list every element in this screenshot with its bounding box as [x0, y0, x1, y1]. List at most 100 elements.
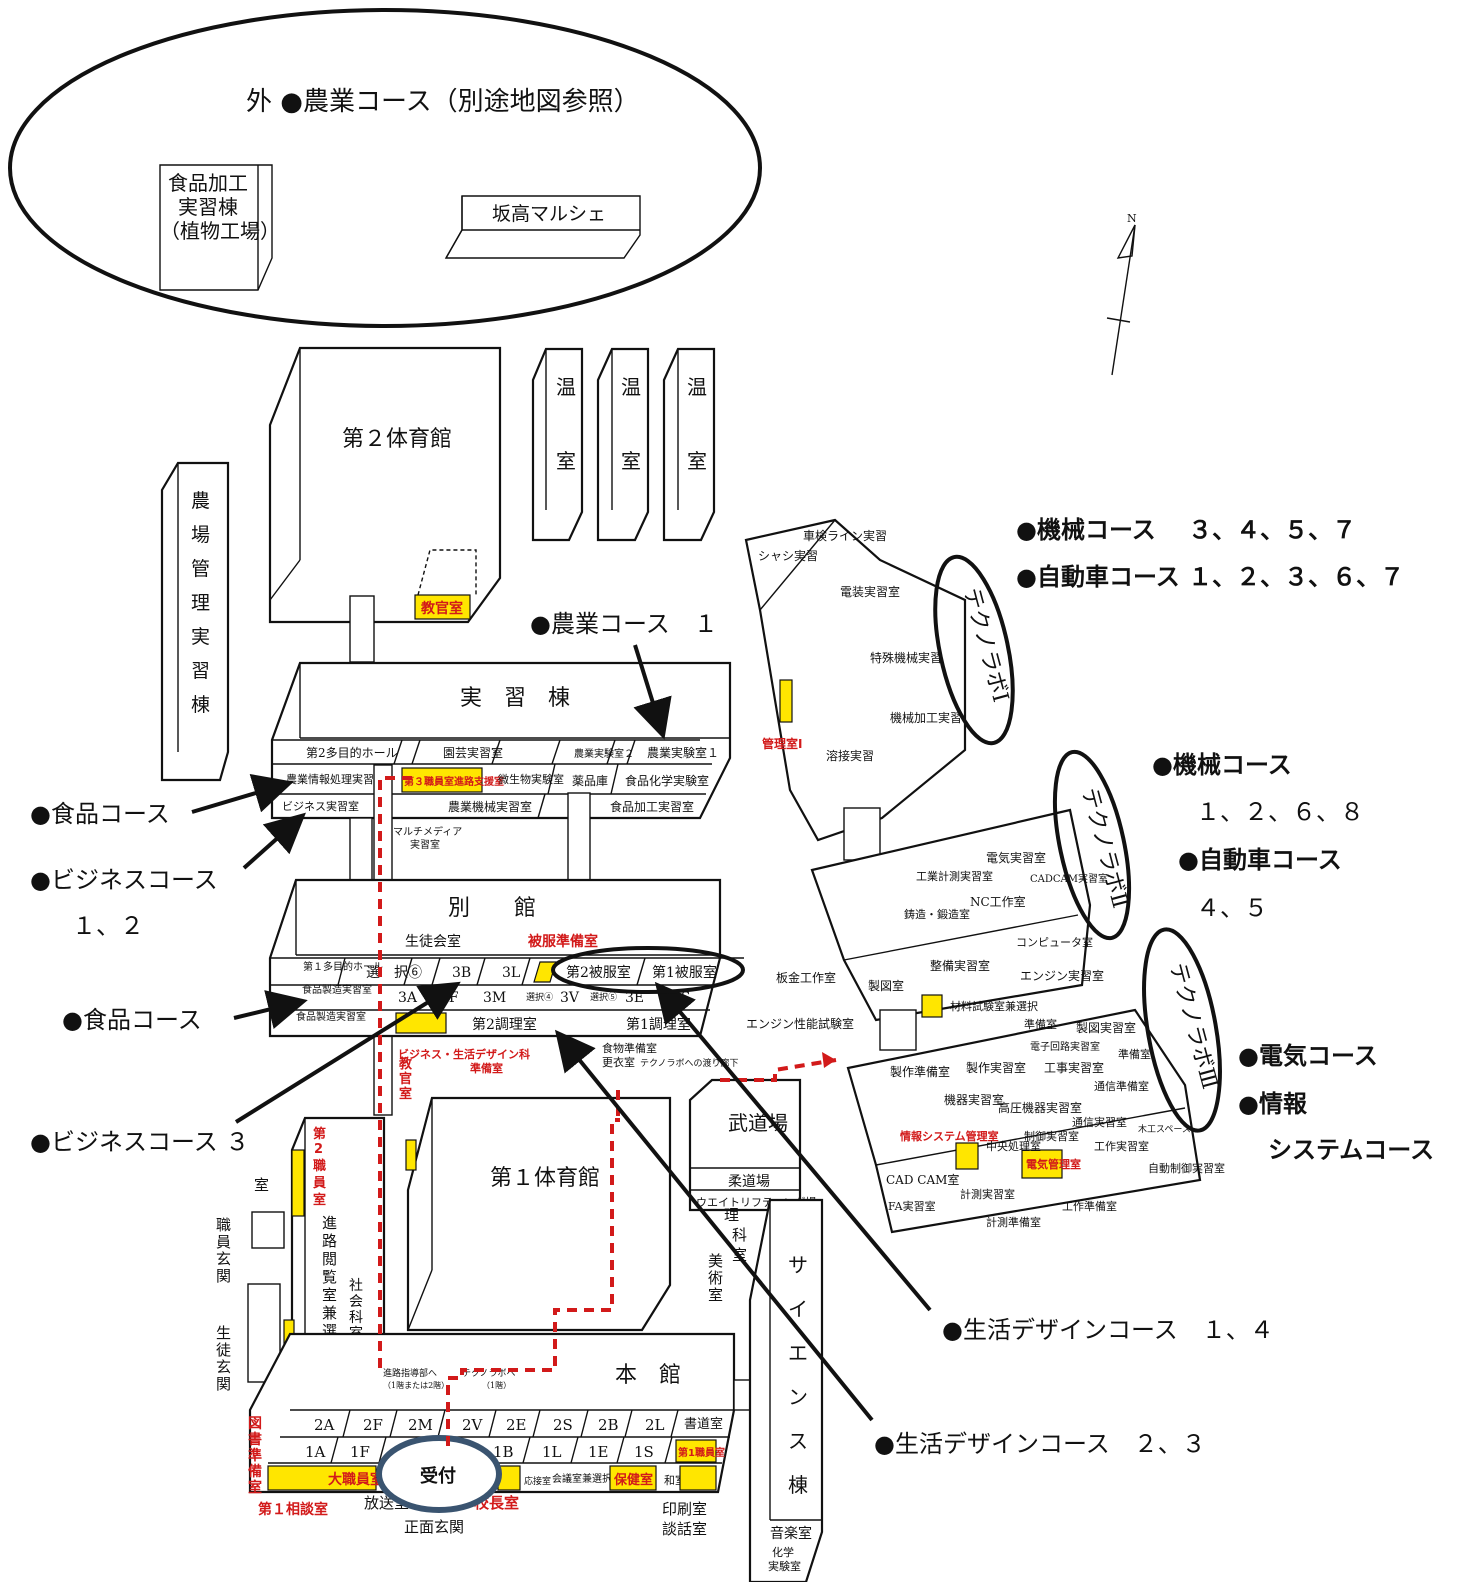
- svg-text:特殊機械実習: 特殊機械実習: [870, 650, 942, 665]
- svg-text:食物準備室: 食物準備室: [602, 1041, 657, 1055]
- food-processing-building: 食品加工 実習棟 （植物工場）: [159, 164, 280, 291]
- course-design-23: ●生活デザインコース ２、３: [874, 1430, 1206, 1458]
- svg-text:3L: 3L: [502, 965, 520, 981]
- svg-text:会: 会: [349, 1294, 363, 1310]
- svg-text:1S: 1S: [634, 1443, 654, 1461]
- svg-text:第1職員室: 第1職員室: [678, 1446, 725, 1459]
- svg-text:電子回路実習室: 電子回路実習室: [1030, 1040, 1100, 1053]
- svg-text:整備実習室: 整備実習室: [930, 958, 990, 973]
- svg-text:路: 路: [322, 1232, 337, 1250]
- svg-text:1A: 1A: [305, 1443, 326, 1461]
- svg-text:坂高マルシェ: 坂高マルシェ: [492, 203, 606, 225]
- svg-text:シャシ実習: シャシ実習: [758, 548, 818, 563]
- svg-text:関: 関: [216, 1375, 231, 1393]
- staff-entrance: 職 員 玄 関: [216, 1211, 285, 1285]
- svg-text:2: 2: [314, 1142, 323, 1157]
- svg-text:2V: 2V: [462, 1416, 484, 1434]
- svg-text:科: 科: [732, 1226, 747, 1244]
- svg-text:柔道場: 柔道場: [728, 1174, 770, 1190]
- svg-text:溶接実習: 溶接実習: [826, 748, 874, 763]
- svg-text:電装実習室: 電装実習室: [840, 584, 900, 599]
- svg-text:食品製造実習室: 食品製造実習室: [296, 1010, 366, 1023]
- technolab-3-ring: [1142, 927, 1222, 1133]
- svg-text:製作実習室: 製作実習室: [966, 1060, 1026, 1075]
- svg-text:計測実習室: 計測実習室: [960, 1187, 1015, 1201]
- svg-text:（1階または2階）: （1階または2階）: [383, 1380, 449, 1390]
- svg-text:第1被服室: 第1被服室: [652, 964, 717, 981]
- svg-text:会議室兼選択①: 会議室兼選択①: [552, 1472, 622, 1485]
- svg-text:音楽室: 音楽室: [770, 1525, 812, 1542]
- svg-text:3B: 3B: [452, 965, 471, 981]
- course-lab2-machine: ●機械コース: [1152, 751, 1292, 779]
- svg-text:受付: 受付: [420, 1465, 456, 1487]
- callout-arrows: [191, 644, 932, 1422]
- svg-text:園芸実習室: 園芸実習室: [443, 745, 503, 760]
- svg-text:棟: 棟: [788, 1473, 808, 1497]
- svg-text:室: 室: [248, 1479, 262, 1496]
- course-lab2-auto: ●自動車コース: [1178, 846, 1342, 874]
- course-agri-1: ●農業コース １: [530, 610, 718, 638]
- svg-text:準備室: 準備室: [1118, 1047, 1151, 1061]
- farm-management-building: 農 場 管 理 実 習 棟: [160, 461, 230, 782]
- svg-text:温: 温: [556, 375, 576, 399]
- svg-text:電気実習室: 電気実習室: [986, 850, 1046, 865]
- technolab-1-ring: [933, 554, 1015, 746]
- greenhouse-2: 温 室: [596, 347, 650, 542]
- svg-text:中央処理室: 中央処理室: [986, 1139, 1041, 1153]
- svg-text:実験室: 実験室: [768, 1559, 801, 1573]
- svg-text:工業計測実習室: 工業計測実習室: [916, 869, 993, 883]
- svg-text:職: 職: [313, 1158, 326, 1174]
- sheet-metal-label: 板金工作室: [776, 970, 836, 985]
- svg-text:製図室: 製図室: [868, 978, 904, 993]
- reception-route: [378, 776, 837, 1446]
- greenhouse-1: 温 室: [531, 347, 584, 542]
- course-food-1: ●食品コース: [30, 800, 170, 828]
- course-design-14: ●生活デザインコース １、４: [942, 1316, 1274, 1344]
- consult-room-label: 第１相談室: [258, 1501, 328, 1518]
- measure-prep-label: 計測準備室: [986, 1215, 1041, 1229]
- svg-text:理: 理: [191, 592, 210, 614]
- svg-text:進: 進: [322, 1214, 337, 1232]
- svg-text:2B: 2B: [598, 1416, 619, 1434]
- technolab-1-label: テクノラボⅠ: [958, 585, 1013, 705]
- technolab-2-ring: [1052, 749, 1132, 941]
- svg-text:大職員室: 大職員室: [328, 1471, 384, 1488]
- greenhouse-3: 温 室: [662, 347, 716, 542]
- svg-text:書: 書: [248, 1431, 262, 1448]
- svg-text:備: 備: [248, 1463, 262, 1480]
- svg-text:2A: 2A: [314, 1416, 335, 1434]
- svg-text:第２体育館: 第２体育館: [342, 427, 452, 452]
- room-label: 室: [254, 1176, 269, 1194]
- svg-text:1F: 1F: [350, 1443, 370, 1461]
- svg-text:実習棟: 実習棟: [178, 195, 238, 219]
- svg-text:鋳造・鍛造室: 鋳造・鍛造室: [904, 907, 970, 921]
- course-callouts: ●農業コース １ ●食品コース ●ビジネスコース １、２ ●食品コース ●ビジネ…: [30, 516, 1434, 1458]
- svg-text:ン: ン: [788, 1385, 808, 1409]
- svg-text:室: 室: [708, 1286, 723, 1304]
- svg-text:１、２、６、８: １、２、６、８: [1196, 798, 1364, 826]
- svg-text:イ: イ: [788, 1297, 808, 1321]
- svg-text:術: 術: [708, 1269, 723, 1287]
- svg-text:NC工作室: NC工作室: [970, 894, 1026, 909]
- svg-text:ス: ス: [788, 1429, 808, 1453]
- svg-text:温: 温: [687, 375, 707, 399]
- svg-text:農業機械実習室: 農業機械実習室: [448, 799, 532, 814]
- svg-text:員: 員: [216, 1233, 231, 1251]
- outside-area-title: 外 ●農業コース（別途地図参照）: [246, 87, 640, 117]
- svg-text:準: 準: [248, 1447, 262, 1464]
- svg-text:実 習 棟: 実 習 棟: [460, 686, 570, 711]
- svg-text:生: 生: [216, 1324, 231, 1342]
- svg-text:サ: サ: [788, 1253, 808, 1277]
- connector-a: [349, 817, 373, 881]
- svg-text:選 択⑥: 選 択⑥: [366, 965, 422, 981]
- reception-marker: 受付: [376, 1435, 502, 1513]
- svg-text:場: 場: [191, 524, 210, 546]
- svg-text:第1調理室: 第1調理室: [626, 1016, 691, 1033]
- marche-building: 坂高マルシェ: [444, 195, 641, 259]
- svg-text:玄: 玄: [216, 1358, 231, 1376]
- course-business-3: ●ビジネスコース ３: [30, 1128, 249, 1156]
- svg-text:3A: 3A: [398, 990, 418, 1006]
- svg-text:実習室: 実習室: [410, 838, 440, 851]
- svg-text:3M: 3M: [483, 990, 506, 1006]
- svg-text:3V: 3V: [560, 990, 580, 1006]
